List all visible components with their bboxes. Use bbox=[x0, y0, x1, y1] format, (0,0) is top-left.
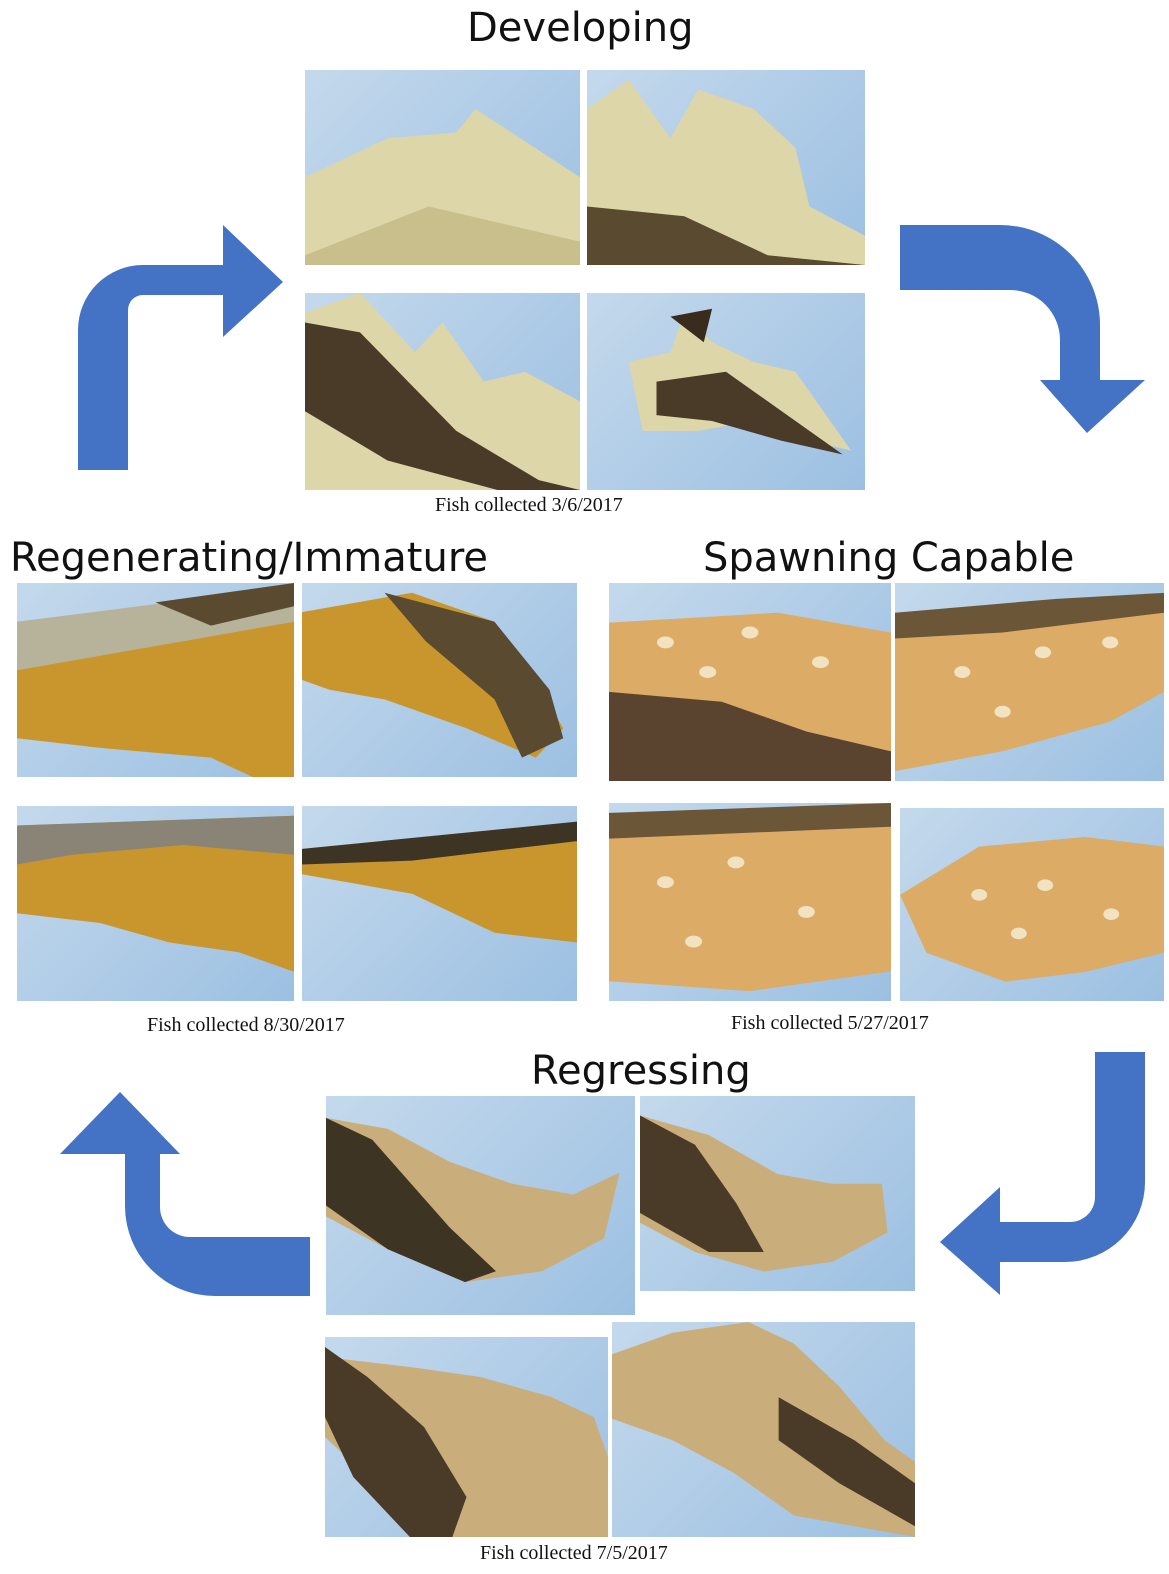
regenerating-photo-1 bbox=[17, 583, 294, 777]
regressing-photo-2 bbox=[640, 1096, 915, 1291]
regressing-photo-4 bbox=[612, 1322, 915, 1537]
regenerating-photo-4 bbox=[302, 806, 577, 1001]
regressing-photo-1 bbox=[326, 1096, 635, 1315]
stage-title-developing: Developing bbox=[467, 8, 694, 48]
regressing-caption: Fish collected 7/5/2017 bbox=[480, 1543, 668, 1563]
spawning-caption: Fish collected 5/27/2017 bbox=[731, 1013, 929, 1033]
developing-caption: Fish collected 3/6/2017 bbox=[435, 495, 623, 515]
developing-photo-4 bbox=[587, 293, 865, 490]
regenerating-photo-2 bbox=[302, 583, 577, 777]
stage-title-spawning: Spawning Capable bbox=[703, 538, 1074, 578]
arrow-regenerating-to-developing-icon bbox=[78, 225, 283, 470]
developing-photo-2 bbox=[587, 70, 865, 265]
developing-photo-3 bbox=[305, 293, 580, 490]
regressing-photo-3 bbox=[325, 1337, 608, 1537]
spawning-photo-4 bbox=[900, 808, 1164, 1001]
stage-title-regenerating: Regenerating/Immature bbox=[10, 538, 488, 578]
developing-photo-1 bbox=[305, 70, 580, 265]
spawning-photo-3 bbox=[609, 803, 891, 1001]
arrow-spawning-to-regressing-icon bbox=[940, 1052, 1145, 1295]
regenerating-photo-3 bbox=[17, 806, 294, 1001]
spawning-photo-2 bbox=[895, 583, 1164, 781]
stage-title-regressing: Regressing bbox=[531, 1051, 751, 1091]
arrow-regressing-to-regenerating-icon bbox=[60, 1092, 310, 1296]
spawning-photo-1 bbox=[609, 583, 891, 781]
regenerating-caption: Fish collected 8/30/2017 bbox=[147, 1015, 345, 1035]
arrow-developing-to-spawning-icon bbox=[900, 225, 1145, 433]
